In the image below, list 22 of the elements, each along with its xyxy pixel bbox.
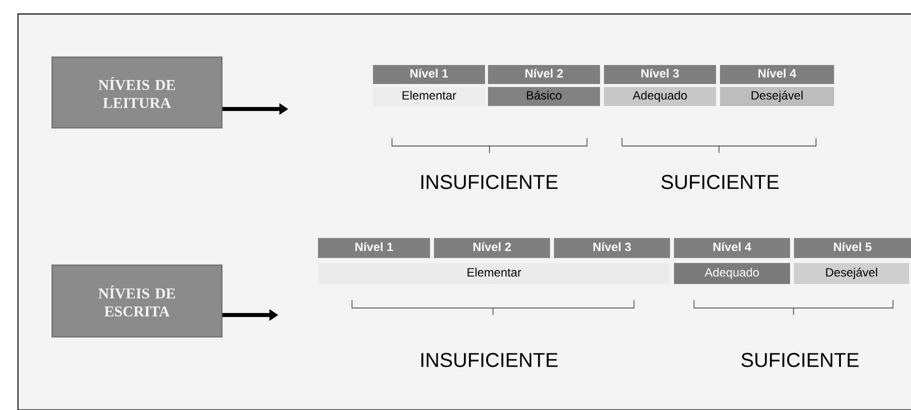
level-name-cell: Adequado <box>604 87 716 106</box>
group-label: SUFICIENTE <box>741 352 859 368</box>
level-name-cell: Desejável <box>720 87 834 106</box>
level-name-cell: Básico <box>488 87 600 106</box>
title-box: NÍVEIS DE LEITURA <box>52 56 222 128</box>
level-name-cell: Desejável <box>794 263 909 284</box>
level-header-cell: Nível 1 <box>373 65 485 84</box>
level-name-cell: Adequado <box>674 263 790 284</box>
level-name-cell: Elementar <box>373 87 485 106</box>
level-header-cell: Nível 2 <box>488 65 600 84</box>
group-label: SUFICIENTE <box>661 174 779 190</box>
level-header-cell: Nível 5 <box>794 238 911 258</box>
level-header-cell: Nível 3 <box>604 65 716 84</box>
level-header-cell: Nível 3 <box>554 238 670 258</box>
group-label: INSUFICIENTE <box>421 352 558 368</box>
level-header-cell: Nível 2 <box>434 238 550 258</box>
level-name-cell: Elementar <box>318 263 670 284</box>
level-header-cell: Nível 4 <box>674 238 790 258</box>
group-label: INSUFICIENTE <box>421 174 558 190</box>
level-header-cell: Nível 4 <box>720 65 834 84</box>
level-header-cell: Nível 1 <box>318 238 430 258</box>
title-box: NÍVEIS DE ESCRITA <box>52 264 222 338</box>
